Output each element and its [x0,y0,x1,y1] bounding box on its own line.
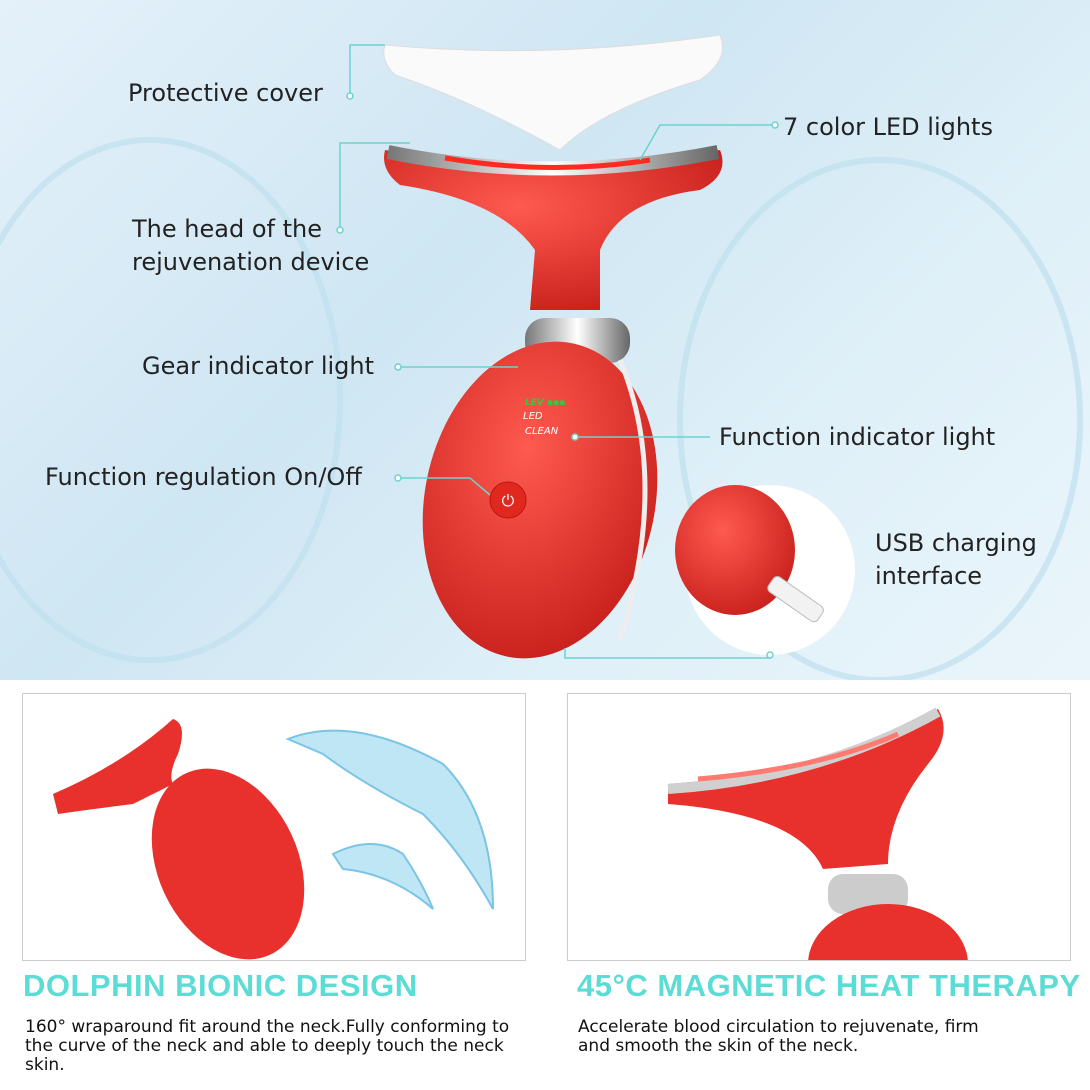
lev-text: LEV [525,398,544,408]
heat-therapy-panel [567,693,1071,961]
label-head-line1: The head of the [132,215,322,243]
product-hero: ⏻ Protective cover 7 color LED lights Th… [0,0,1090,680]
label-protective-cover: Protective cover [128,79,323,107]
device-body [422,341,658,659]
feature-title-dolphin: DOLPHIN BIONIC DESIGN [23,968,418,1003]
label-head-line2: rejuvenation device [132,248,370,276]
led-text: LED [523,411,543,422]
label-usb-line1: USB charging [875,529,1037,557]
protective-cover [383,34,723,151]
label-led-lights: 7 color LED lights [783,113,993,141]
power-button [489,481,527,519]
svg-text:⏻: ⏻ [502,491,515,510]
label-function-light: Function indicator light [719,423,996,451]
dolphin-illustration [53,719,494,960]
clean-text: CLEAN [525,426,559,437]
feature-title-heat: 45°C MAGNETIC HEAT THERAPY [577,968,1081,1003]
label-function-regulation: Function regulation On/Off [45,463,362,491]
hero-illustration: ⏻ [0,34,1083,680]
feature-desc-heat: Accelerate blood circulation to rejuvena… [578,1017,979,1056]
device-head [384,150,723,310]
device-closeup-illustration [667,707,968,960]
label-usb-line2: interface [875,562,983,590]
dolphin-design-panel [22,693,526,961]
feature-desc-dolphin: 160° wraparound fit around the neck.Full… [25,1017,510,1075]
label-gear-light: Gear indicator light [142,352,375,380]
gear-indicator: LEV ▪▪▪ [525,398,566,408]
